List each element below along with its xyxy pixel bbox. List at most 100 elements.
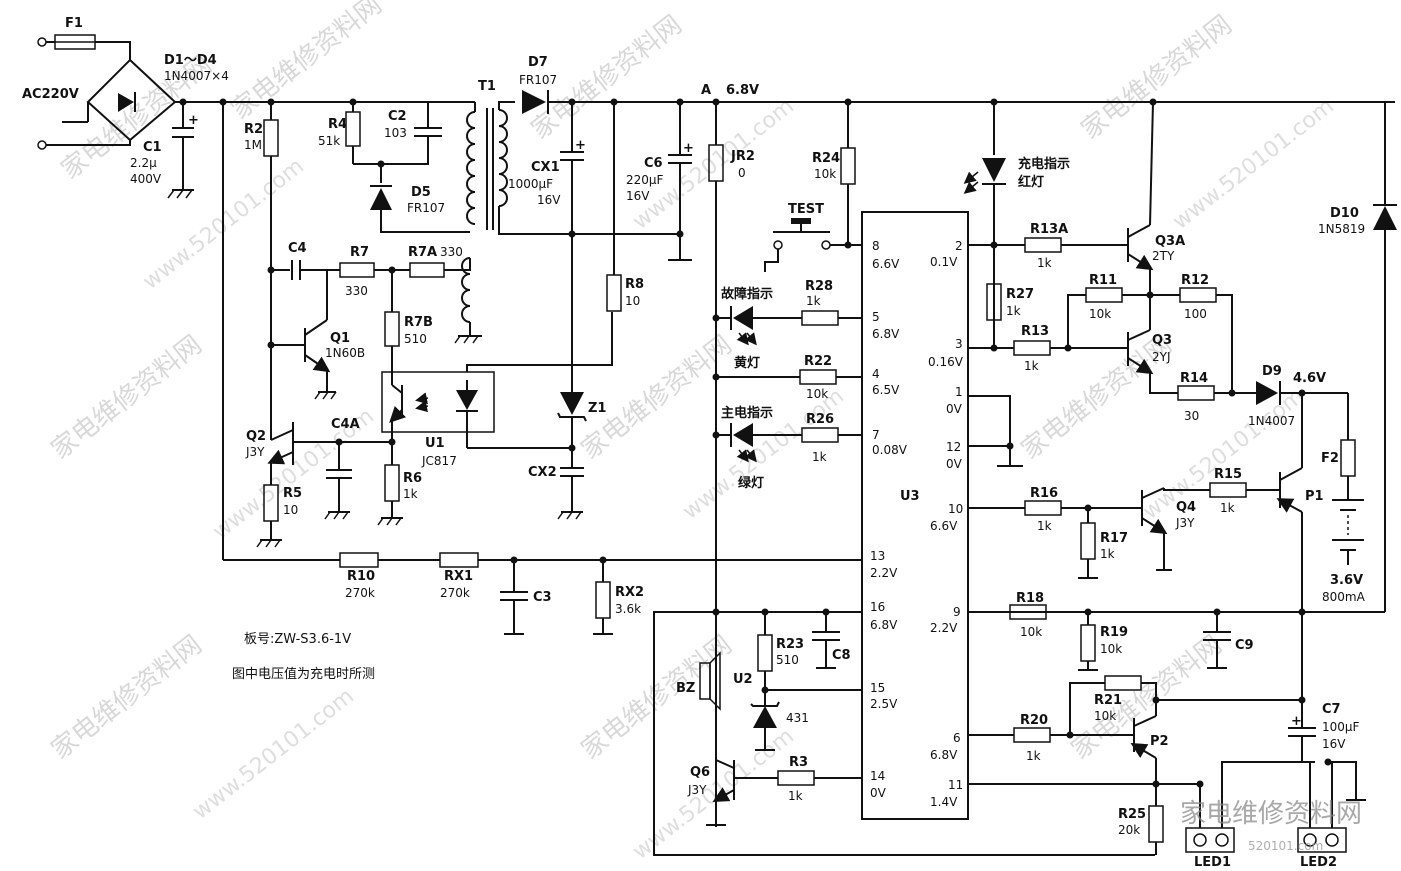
value-r13: 1k [1024,359,1039,373]
label-r13: R13 [1021,324,1049,339]
u3-pin-volt: 6.6V [930,519,958,533]
u3-pin-volt: 0V [870,786,887,800]
watermark-site-cn: 家电维修资料网 [226,0,388,126]
watermark-site-cn: 家电维修资料网 [1076,10,1238,146]
capacity-battery: 800mA [1322,590,1366,604]
value-r7a: 330 [440,245,463,259]
label-r19: R19 [1100,625,1128,640]
u3-pin-num: 8 [872,239,880,253]
label-bz: BZ [676,681,695,696]
u3-pin-volt: 6.8V [870,618,898,632]
label-main-color: 绿灯 [738,475,764,491]
label-r23: R23 [776,637,804,652]
u3-pin-num: 3 [955,337,963,351]
value-r17: 1k [1100,547,1115,561]
label-q3: Q3 [1152,333,1172,348]
u3-pin-num: 5 [872,310,880,324]
value-r26: 1k [812,450,827,464]
svg-text:+: + [188,113,199,128]
watermark-layer: 家电维修资料网 www.520101.com 家电维修资料网 www.52010… [46,0,1339,865]
label-d9: D9 [1262,364,1282,379]
value-c2: 103 [384,126,407,140]
u3-pin-volt: 6.6V [872,257,900,271]
label-d1-d4: D1～D4 [164,53,217,68]
label-r2: R2 [244,122,263,137]
charge-control-section: 充电指示 红灯 R13A 1k R27 1k R13 1k R11 10k Q3 [963,101,1397,870]
value-r28: 1k [806,294,821,308]
label-t1: T1 [478,79,496,94]
label-cx2: CX2 [528,465,557,480]
label-d5: D5 [411,185,431,200]
label-ac220v: AC220V [22,87,79,102]
value-r11: 10k [1089,307,1111,321]
value-r10: 270k [345,586,375,600]
volt-c7: 16V [1322,737,1346,751]
u3-pin-num: 12 [946,440,961,454]
u3-pin-num: 13 [870,549,885,563]
value-d5: FR107 [407,201,445,215]
value-r3: 1k [788,789,803,803]
u3-pin-num: 4 [872,367,880,381]
label-r11: R11 [1089,273,1117,288]
label-q6: Q6 [690,765,710,780]
value-d9: 1N4007 [1248,414,1295,428]
value-d7: FR107 [519,73,557,87]
u3-pin-num: 14 [870,769,885,783]
label-fault-indicator: 故障指示 [721,286,773,302]
label-r7a: R7A [408,245,437,260]
label-p1: P1 [1305,489,1324,504]
value-d1-d4: 1N4007×4 [164,69,229,83]
label-test: TEST [788,202,824,217]
label-r25: R25 [1118,807,1146,822]
label-q2: Q2 [246,429,266,444]
volt-node-a: 6.8V [726,83,759,98]
volt-cx1: 16V [537,193,561,207]
u3-pin-volt: 0.16V [928,355,964,369]
label-r14: R14 [1180,371,1208,386]
value-r24: 10k [814,167,836,181]
label-c7: C7 [1322,702,1341,717]
u3-pin-num: 1 [955,385,963,399]
secondary-section: D7 FR107 A 6.8V + CX1 1000μF 16V + C6 22… [223,55,1395,856]
label-charge-indicator: 充电指示 [1018,156,1070,172]
label-led1: LED1 [1194,855,1231,870]
label-r24: R24 [812,151,840,166]
label-fault-color: 黄灯 [734,355,760,371]
watermark-site-cn: 家电维修资料网 [576,330,738,466]
volt-battery: 3.6V [1330,573,1363,588]
led1-connector [1185,827,1235,853]
value-r25: 20k [1118,823,1140,837]
value-c7: 100μF [1322,720,1360,734]
board-model-label: 板号:ZW-S3.6-1V [244,632,351,647]
label-q4: Q4 [1176,500,1196,515]
label-r4: R4 [328,117,347,132]
value-r5: 10 [283,503,298,517]
label-cx1: CX1 [531,160,560,175]
u3-pin-num: 7 [872,428,880,442]
label-c3: C3 [533,590,552,605]
label-d10: D10 [1330,206,1359,221]
watermark-site-cn: 家电维修资料网 [46,330,208,466]
u3-pin-num: 9 [953,605,961,619]
label-r12: R12 [1181,273,1209,288]
label-r5: R5 [283,486,302,501]
u3-pin-volt: 6.8V [872,327,900,341]
label-r20: R20 [1020,713,1048,728]
u3-pin-num: 2 [955,239,963,253]
label-r3: R3 [789,755,808,770]
value-r13a: 1k [1037,256,1052,270]
label-r26: R26 [806,412,834,427]
label-r13a: R13A [1030,222,1068,237]
label-z1: Z1 [588,401,606,416]
value-r23: 510 [776,653,799,667]
u3-pin-volt: 2.2V [870,566,898,580]
value-r21: 10k [1094,709,1116,723]
label-jr2: JR2 [730,149,755,164]
svg-text:+: + [1291,714,1302,729]
value-r27: 1k [1006,304,1021,318]
u3-pin-volt: 0V [946,402,963,416]
value-c6: 220μF [626,173,664,187]
value-r15: 1k [1220,501,1235,515]
u3-pin-volt: 6.8V [930,748,958,762]
